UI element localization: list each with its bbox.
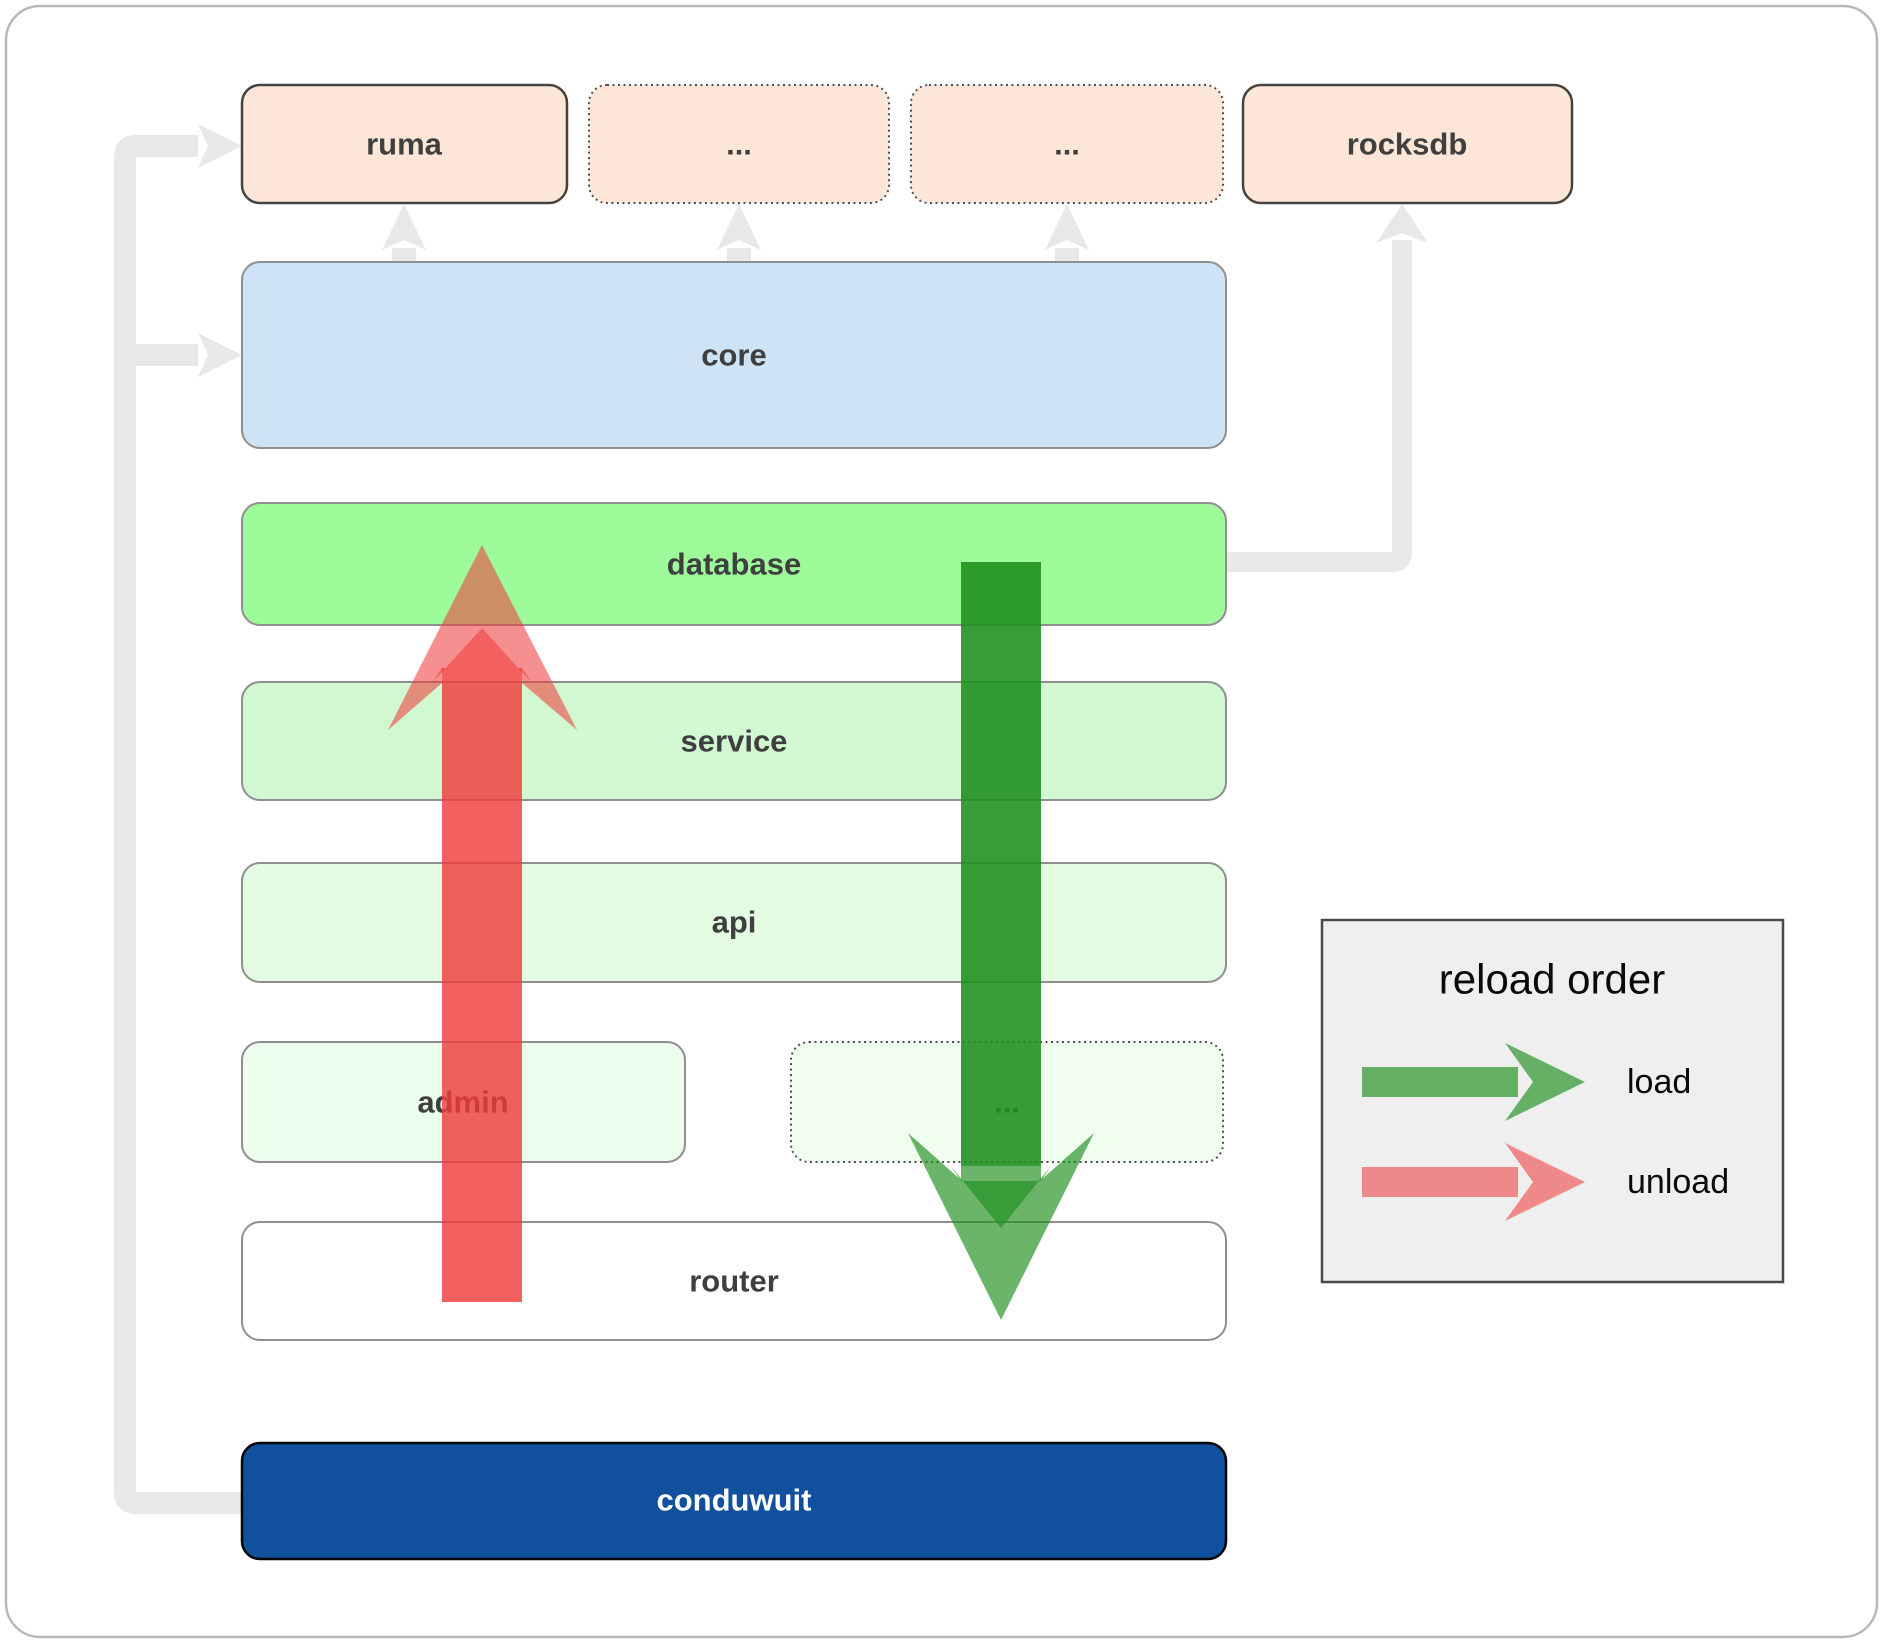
node-api-label: api: [712, 905, 757, 940]
legend: reload order load unload: [1320, 918, 1785, 1284]
unload-arrow-long-head-icon: [388, 545, 577, 730]
node-ruma: [240, 83, 569, 205]
connector-conduwuit-to-ruma: [114, 135, 242, 1514]
load-arrow-long-shaft: [961, 562, 1041, 1180]
node-rocksdb: [1241, 83, 1574, 205]
legend-unload-arrow-icon: [1362, 1143, 1585, 1221]
node-core-label: core: [701, 338, 766, 373]
node-ruma-label: ruma: [366, 127, 443, 162]
node-core: [241, 261, 1227, 449]
legend-load-arrow-icon: [1362, 1043, 1585, 1121]
node-router-label: router: [689, 1264, 779, 1299]
arrow-core-to-ruma-icon: [382, 204, 426, 264]
node-conduwuit: [240, 1441, 1228, 1561]
connector-group: [114, 124, 1428, 1514]
legend-load-label: load: [1627, 1063, 1691, 1101]
arrowhead-into-rocksdb-icon: [1376, 204, 1428, 243]
node-conduwuit-label: conduwuit: [657, 1483, 812, 1518]
legend-title: reload order: [1439, 956, 1665, 1003]
node-service-label: service: [681, 724, 788, 759]
diagram-frame: [4, 4, 1879, 1639]
node-dots-top-1: [588, 84, 890, 204]
arrow-core-to-dots1-icon: [717, 204, 761, 264]
load-arrow-long-head-icon: [908, 1133, 1094, 1320]
legend-box: [1320, 918, 1785, 1284]
arrowhead-into-core-icon: [198, 333, 242, 377]
unload-arrow-long-shaft: [442, 683, 522, 1302]
arrow-core-to-dots2-icon: [1045, 204, 1089, 264]
node-dots-top-2-label: ...: [1054, 127, 1080, 162]
arrowhead-into-ruma-icon: [198, 124, 242, 168]
node-dots-top-2: [910, 84, 1224, 204]
unload-arrow-group: [388, 545, 577, 1302]
node-database-label: database: [667, 547, 801, 582]
load-arrow-group: [908, 562, 1094, 1320]
node-dots-top-1-label: ...: [726, 127, 752, 162]
legend-unload-label: unload: [1627, 1163, 1729, 1201]
connector-database-to-rocksdb: [1226, 240, 1412, 572]
node-rocksdb-label: rocksdb: [1347, 127, 1468, 162]
